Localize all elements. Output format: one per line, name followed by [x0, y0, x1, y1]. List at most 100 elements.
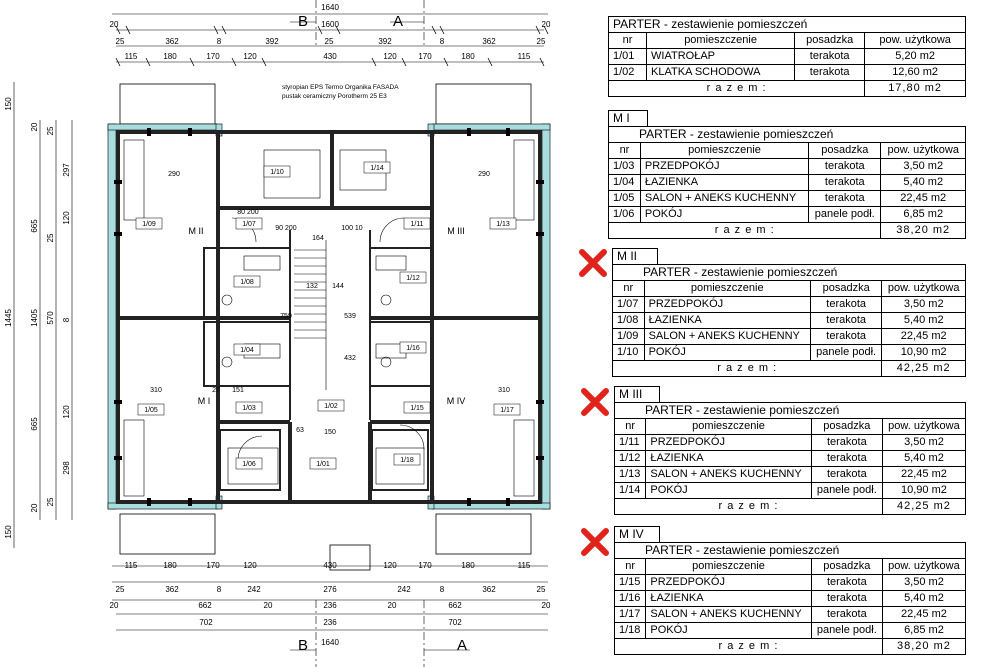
room-schedule-m4: PARTER - zestawienie pomieszczeń nr pomi…: [613, 542, 967, 655]
cell-room: ŁAZIENKA: [639, 174, 810, 191]
dim-label: 20: [542, 601, 551, 610]
cell-floor: terakota: [810, 466, 883, 483]
cell-floor: terakota: [810, 590, 883, 607]
dim-label: 242: [397, 585, 411, 594]
col-header-area: pow. użytkowa: [864, 32, 966, 49]
cell-nr: 1/07: [612, 296, 645, 313]
dim-label: 115: [518, 561, 531, 570]
room-schedule-common: PARTER - zestawienie pomieszczeń nr pomi…: [607, 16, 966, 97]
cell-room: PRZEDPOKÓJ: [643, 296, 811, 313]
unit-tab-m1: M I: [608, 110, 648, 126]
unit-labels: M II M III M I M IV: [189, 226, 466, 406]
cell-area: 3,50 m2: [880, 158, 966, 175]
room-label: 1/11: [410, 221, 423, 228]
cell-nr: 1/04: [608, 174, 641, 191]
dim-label: 759: [280, 313, 292, 320]
section-a-top: A: [393, 13, 403, 30]
sum-label: r a z e m :: [611, 360, 883, 377]
top-dimension-lines: [13, 0, 548, 667]
cell-floor: terakota: [810, 450, 883, 467]
staircase: [294, 240, 327, 390]
room-label: 1/04: [240, 347, 254, 354]
table-title: PARTER - zestawienie pomieszczeń: [612, 264, 966, 281]
dim-label: 8: [440, 585, 445, 594]
floor-plan-drawing: 1640 1600 20 20 25 362 8 392 25 392 8 36…: [4, 0, 551, 667]
unit-tab-m4: M IV: [614, 526, 660, 542]
dim-label: 20: [110, 601, 119, 610]
col-header-room: pomieszczenie: [645, 558, 812, 575]
dim-label: 310: [498, 387, 510, 394]
cell-area: 10,90 m2: [881, 344, 966, 361]
cell-area: 22,45 m2: [881, 466, 967, 483]
dim-label: 310: [150, 387, 162, 394]
dim-label: 290: [168, 171, 180, 178]
cell-area: 5,40 m2: [881, 312, 966, 329]
table-title: PARTER - zestawienie pomieszczeń: [614, 402, 966, 419]
dim-label: 392: [265, 37, 279, 46]
dim-label: 298: [62, 461, 71, 475]
cell-nr: 1/10: [612, 344, 645, 361]
dim-label: 25: [537, 585, 546, 594]
left-dimension-labels: 150 20 25 297 120 665 25 570 8 665 120 2…: [4, 97, 71, 539]
dim-label: 25: [116, 37, 125, 46]
room-label: 1/06: [242, 461, 256, 468]
col-header-nr: nr: [613, 418, 647, 435]
dim-label: 164: [312, 235, 324, 242]
walls: [116, 130, 542, 504]
cross-mark-m2: [579, 249, 607, 277]
cell-nr: 1/15: [613, 574, 647, 591]
col-header-area: pow. użytkowa: [881, 418, 967, 435]
col-header-floor: posadzka: [809, 280, 883, 297]
cell-room: POKÓJ: [639, 206, 810, 223]
col-header-room: pomieszczenie: [643, 280, 811, 297]
dim-label: 25: [325, 37, 334, 46]
cell-nr: 1/14: [613, 482, 647, 499]
cell-nr: 1/16: [613, 590, 647, 607]
cell-area: 5,40 m2: [881, 450, 967, 467]
dim-label: 20: [388, 601, 397, 610]
dim-label: 25: [46, 233, 55, 242]
dim-label: 25: [46, 497, 55, 506]
cell-floor: terakota: [809, 312, 883, 329]
cell-room: SALON + ANEKS KUCHENNY: [645, 466, 812, 483]
table-title: PARTER - zestawienie pomieszczeń: [614, 542, 966, 559]
room-label: 1/03: [242, 405, 256, 412]
unit-label-m3: M III: [447, 226, 465, 236]
sum-value: 42,25 m2: [881, 360, 966, 377]
cell-floor: terakota: [810, 606, 883, 623]
dim-label: 25: [46, 126, 55, 135]
room-number-labels: 1/09 1/10 1/14 1/13 1/07 1/11 1/08 1/12 …: [135, 161, 521, 470]
dim-label: 702: [199, 618, 213, 627]
room-label: 1/18: [400, 457, 414, 464]
col-header-room: pomieszczenie: [646, 32, 796, 49]
table-title: PARTER - zestawienie pomieszczeń: [608, 126, 966, 143]
unit-label-m2: M II: [189, 226, 204, 236]
dim-label: 20: [30, 503, 39, 512]
room-label: 1/14: [370, 165, 384, 172]
dim-label: 115: [125, 52, 138, 61]
cell-room: PRZEDPOKÓJ: [639, 158, 810, 175]
dim-label: 144: [332, 283, 344, 290]
dim-label: 665: [30, 417, 39, 431]
dim-label: 180: [461, 52, 475, 61]
table-title: PARTER - zestawienie pomieszczeń: [608, 16, 966, 33]
dim-20-right: 20: [542, 20, 551, 29]
cell-room: PRZEDPOKÓJ: [645, 574, 812, 591]
cell-floor: terakota: [810, 574, 883, 591]
cell-room: SALON + ANEKS KUCHENNY: [643, 328, 811, 345]
cell-nr: 1/13: [613, 466, 647, 483]
room-label: 1/08: [240, 279, 254, 286]
section-a-bottom: A: [457, 637, 467, 654]
dim-label: 120: [243, 52, 257, 61]
col-header-nr: nr: [608, 142, 641, 159]
dim-label: 27: [212, 387, 220, 394]
dim-label: 180: [461, 561, 475, 570]
cell-floor: terakota: [808, 190, 882, 207]
